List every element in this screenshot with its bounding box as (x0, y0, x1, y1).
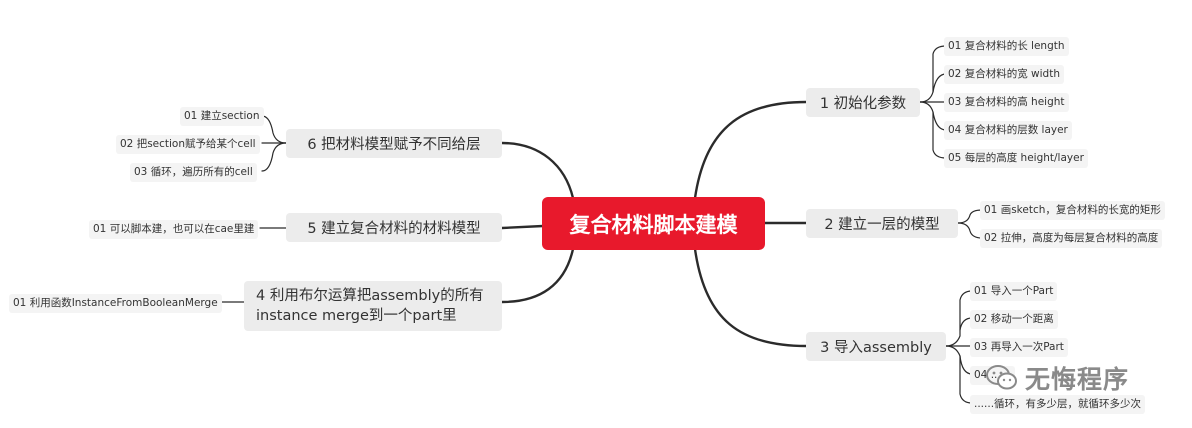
branch-build-layer-model[interactable]: 2 建立一层的模型 (806, 209, 958, 238)
leaf-create-section[interactable]: 01 建立section (180, 107, 264, 126)
leaf-import-part[interactable]: 01 导入一个Part (970, 282, 1058, 301)
watermark: 无悔程序 (985, 360, 1129, 396)
leaf-height[interactable]: 03 复合材料的高 height (944, 93, 1069, 112)
leaf-loop[interactable]: ......循环，有多少层，就循环多少次 (970, 395, 1146, 414)
leaf-loop-cells[interactable]: 03 循环，遍历所有的cell (130, 163, 257, 182)
leaf-length[interactable]: 01 复合材料的长 length (944, 37, 1069, 56)
branch-import-assembly[interactable]: 3 导入assembly (806, 332, 946, 361)
leaf-move-distance[interactable]: 02 移动一个距离 (970, 310, 1058, 329)
branch-material-model[interactable]: 5 建立复合材料的材料模型 (286, 213, 502, 242)
wechat-icon (986, 365, 1017, 390)
watermark-text: 无悔程序 (1025, 365, 1130, 394)
leaf-extrude[interactable]: 02 拉伸，高度为每层复合材料的高度 (980, 229, 1163, 248)
leaf-width[interactable]: 02 复合材料的宽 width (944, 65, 1064, 84)
leaf-height-per-layer[interactable]: 05 每层的高度 height/layer (944, 149, 1088, 168)
leaf-boolean-merge-function[interactable]: 01 利用函数InstanceFromBooleanMerge (9, 294, 222, 313)
leaf-script-or-cae[interactable]: 01 可以脚本建，也可以在cae里建 (89, 220, 259, 239)
leaf-layer[interactable]: 04 复合材料的层数 layer (944, 121, 1072, 140)
central-topic[interactable]: 复合材料脚本建模 (542, 197, 765, 250)
leaf-draw-sketch[interactable]: 01 画sketch，复合材料的长宽的矩形 (980, 201, 1165, 220)
leaf-assign-section[interactable]: 02 把section赋予给某个cell (116, 135, 260, 154)
branch-boolean-merge[interactable]: 4 利用布尔运算把assembly的所有instance merge到一个par… (244, 281, 502, 331)
branch-init-params[interactable]: 1 初始化参数 (806, 88, 920, 117)
leaf-import-part-again[interactable]: 03 再导入一次Part (970, 338, 1068, 357)
branch-assign-material[interactable]: 6 把材料模型赋予不同给层 (286, 129, 502, 158)
